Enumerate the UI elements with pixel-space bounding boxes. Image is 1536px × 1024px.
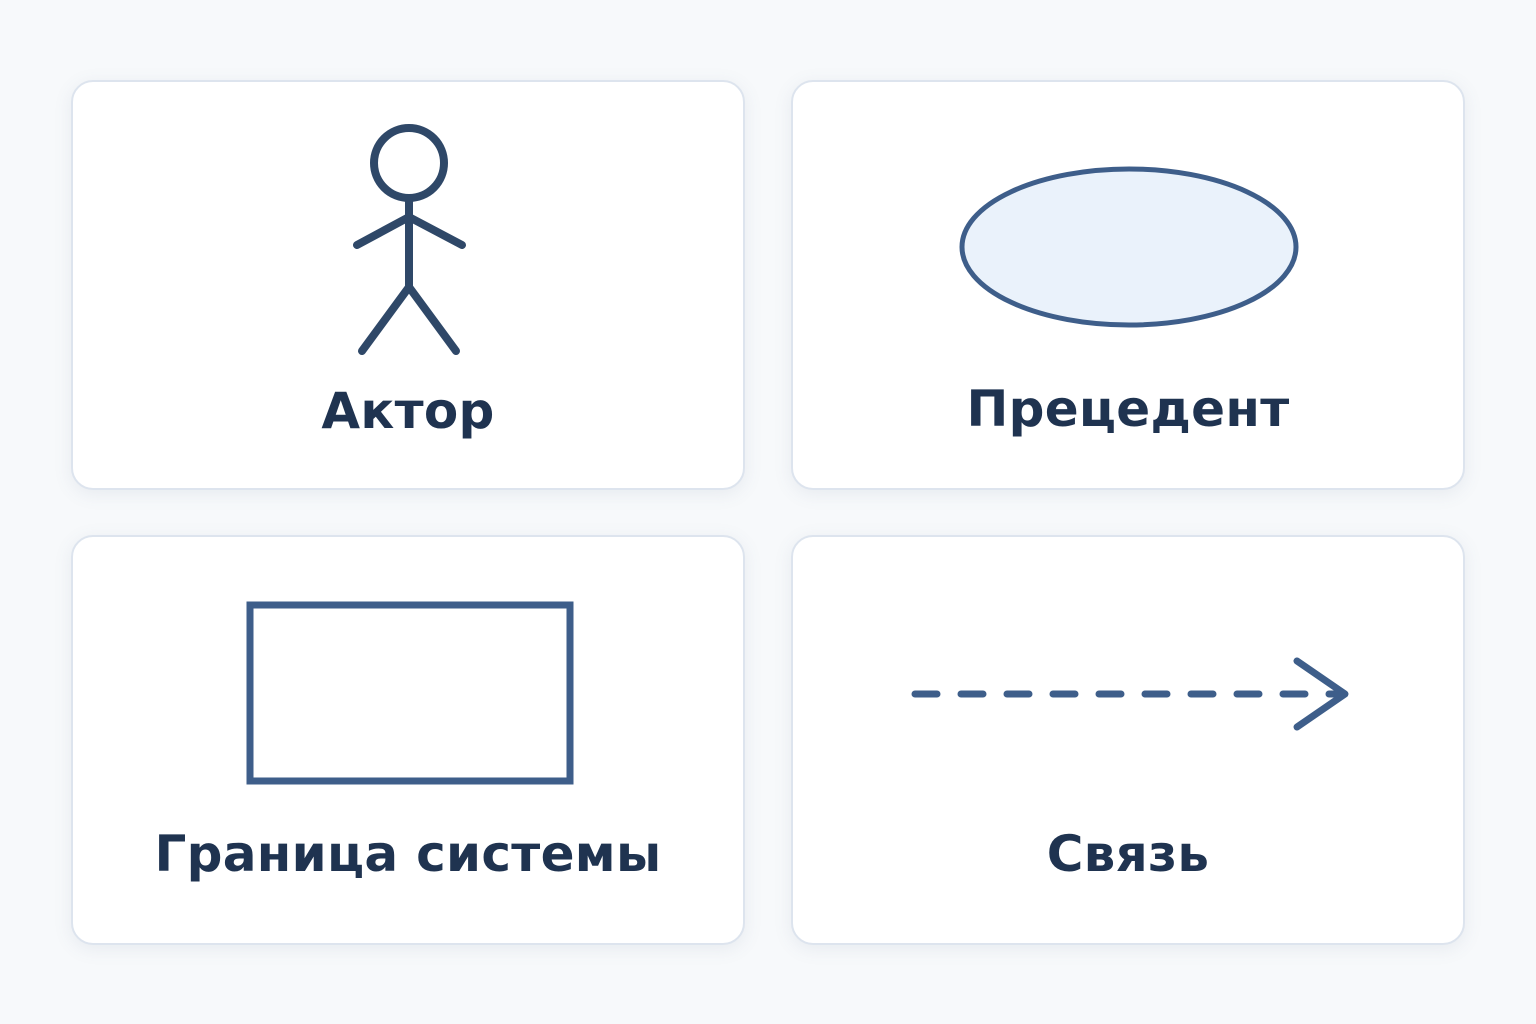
card-system-boundary: Граница системы bbox=[71, 535, 745, 945]
stick-figure-actor-icon bbox=[353, 124, 466, 355]
card-label-system-boundary: Граница системы bbox=[154, 825, 662, 883]
card-relationship: Связь bbox=[791, 535, 1465, 945]
card-label-actor: Актор bbox=[321, 382, 495, 440]
card-label-relationship: Связь bbox=[1046, 825, 1210, 883]
ellipse-use-case-icon bbox=[959, 166, 1299, 328]
rectangle-boundary-icon bbox=[246, 601, 574, 785]
dashed-arrow-icon bbox=[911, 657, 1349, 731]
card-actor: Актор bbox=[71, 80, 745, 490]
card-use-case: Прецедент bbox=[791, 80, 1465, 490]
card-label-use-case: Прецедент bbox=[966, 380, 1290, 438]
